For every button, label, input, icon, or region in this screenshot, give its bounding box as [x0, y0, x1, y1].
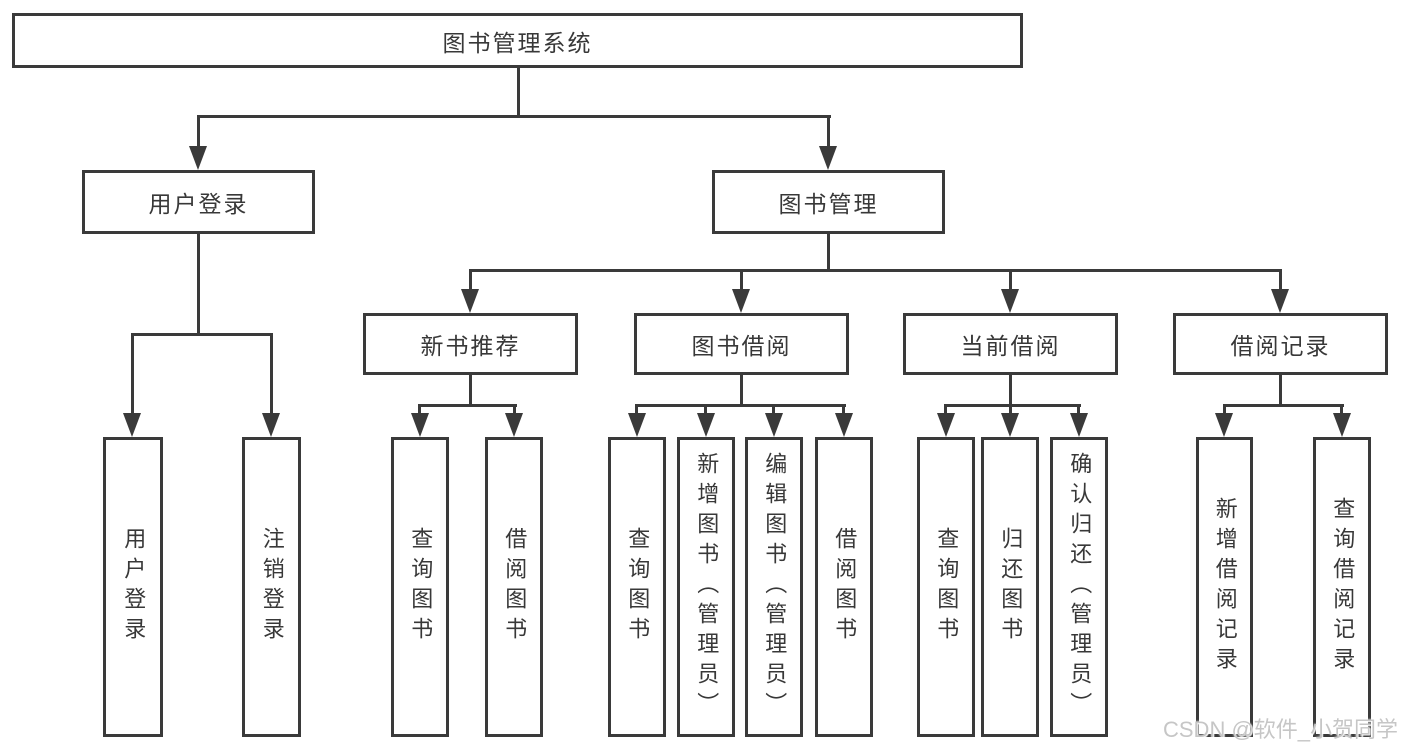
- connector-line: [1279, 375, 1282, 407]
- leaf-borrowing-add-books-admin: 新增图书（管理员）: [677, 437, 735, 737]
- connector-arrow: [732, 289, 750, 313]
- node-borrowing-records-label: 借阅记录: [1230, 333, 1331, 359]
- node-root-label: 图书管理系统: [442, 29, 593, 56]
- connector-arrow: [262, 413, 280, 437]
- connector-line: [469, 269, 472, 293]
- connector-line: [1077, 404, 1080, 417]
- watermark: CSDN @软件_小贺同学: [1163, 717, 1399, 742]
- connector-line: [131, 333, 134, 415]
- node-current-borrowing: 当前借阅: [903, 313, 1118, 375]
- node-book-borrowing-label: 图书借阅: [691, 333, 792, 359]
- connector-arrow: [819, 146, 837, 170]
- connector-arrow: [461, 289, 479, 313]
- leaf-borrowing-borrow-books-label: 借阅图书: [832, 527, 858, 647]
- leaf-current-confirm-return-admin-label: 确认归还（管理员）: [1067, 452, 1093, 722]
- connector-line: [197, 115, 831, 118]
- connector-line: [1009, 404, 1012, 417]
- leaf-borrowing-add-books-admin-label: 新增图书（管理员）: [694, 452, 720, 722]
- connector-arrow: [123, 413, 141, 437]
- connector-line: [842, 404, 845, 417]
- leaf-records-add-record-label: 新增借阅记录: [1212, 497, 1238, 677]
- connector-arrow: [411, 413, 429, 437]
- leaf-records-query-record: 查询借阅记录: [1313, 437, 1371, 737]
- leaf-newbooks-borrow-books: 借阅图书: [485, 437, 543, 737]
- connector-arrow: [1333, 413, 1351, 437]
- connector-line: [944, 404, 947, 417]
- leaf-borrowing-borrow-books: 借阅图书: [815, 437, 873, 737]
- connector-line: [635, 404, 846, 407]
- connector-arrow: [1271, 289, 1289, 313]
- leaf-borrowing-query-books: 查询图书: [608, 437, 666, 737]
- leaf-borrowing-query-books-label: 查询图书: [625, 527, 651, 647]
- connector-line: [469, 269, 1282, 272]
- leaf-records-query-record-label: 查询借阅记录: [1330, 497, 1356, 677]
- connector-line: [1340, 404, 1343, 417]
- connector-line: [827, 115, 830, 148]
- leaf-logout: 注销登录: [242, 437, 301, 737]
- leaf-current-query-books: 查询图书: [917, 437, 975, 737]
- connector-arrow: [1001, 413, 1019, 437]
- connector-line: [197, 115, 200, 148]
- leaf-current-query-books-label: 查询图书: [934, 527, 960, 647]
- connector-line: [418, 404, 421, 417]
- connector-arrow: [1215, 413, 1233, 437]
- leaf-newbooks-borrow-books-label: 借阅图书: [502, 527, 528, 647]
- connector-line: [469, 375, 472, 407]
- connector-line: [1223, 404, 1226, 417]
- connector-line: [944, 404, 1081, 407]
- connector-line: [197, 234, 200, 335]
- connector-arrow: [1070, 413, 1088, 437]
- connector-line: [772, 404, 775, 417]
- leaf-current-return-books: 归还图书: [981, 437, 1039, 737]
- connector-line: [1009, 269, 1012, 293]
- connector-arrow: [835, 413, 853, 437]
- leaf-records-add-record: 新增借阅记录: [1196, 437, 1253, 737]
- node-new-books-label: 新书推荐: [420, 333, 521, 359]
- leaf-newbooks-query-books-label: 查询图书: [408, 527, 434, 647]
- connector-line: [1009, 375, 1012, 407]
- node-user-login-label: 用户登录: [148, 191, 249, 217]
- node-current-borrowing-label: 当前借阅: [960, 333, 1061, 359]
- node-borrowing-records: 借阅记录: [1173, 313, 1388, 375]
- connector-arrow: [628, 413, 646, 437]
- connector-line: [517, 68, 520, 117]
- node-book-borrowing: 图书借阅: [634, 313, 849, 375]
- node-user-login: 用户登录: [82, 170, 315, 234]
- connector-line: [513, 404, 516, 417]
- connector-line: [131, 333, 273, 336]
- connector-arrow: [937, 413, 955, 437]
- connector-arrow: [765, 413, 783, 437]
- node-book-management: 图书管理: [712, 170, 945, 234]
- connector-line: [827, 234, 830, 272]
- node-root: 图书管理系统: [12, 13, 1023, 68]
- leaf-borrowing-edit-books-admin-label: 编辑图书（管理员）: [762, 452, 788, 722]
- connector-line: [740, 375, 743, 407]
- connector-arrow: [505, 413, 523, 437]
- leaf-borrowing-edit-books-admin: 编辑图书（管理员）: [745, 437, 803, 737]
- connector-arrow: [697, 413, 715, 437]
- node-book-management-label: 图书管理: [778, 191, 879, 217]
- leaf-user-login: 用户登录: [103, 437, 163, 737]
- leaf-newbooks-query-books: 查询图书: [391, 437, 449, 737]
- connector-line: [418, 404, 517, 407]
- connector-line: [635, 404, 638, 417]
- leaf-user-login-label: 用户登录: [121, 527, 147, 647]
- connector-line: [704, 404, 707, 417]
- connector-line: [1223, 404, 1344, 407]
- connector-line: [740, 269, 743, 293]
- node-new-books: 新书推荐: [363, 313, 578, 375]
- leaf-current-confirm-return-admin: 确认归还（管理员）: [1050, 437, 1108, 737]
- connector-line: [1279, 269, 1282, 293]
- connector-line: [270, 333, 273, 415]
- leaf-current-return-books-label: 归还图书: [998, 527, 1024, 647]
- leaf-logout-label: 注销登录: [259, 527, 285, 647]
- connector-arrow: [1001, 289, 1019, 313]
- connector-arrow: [189, 146, 207, 170]
